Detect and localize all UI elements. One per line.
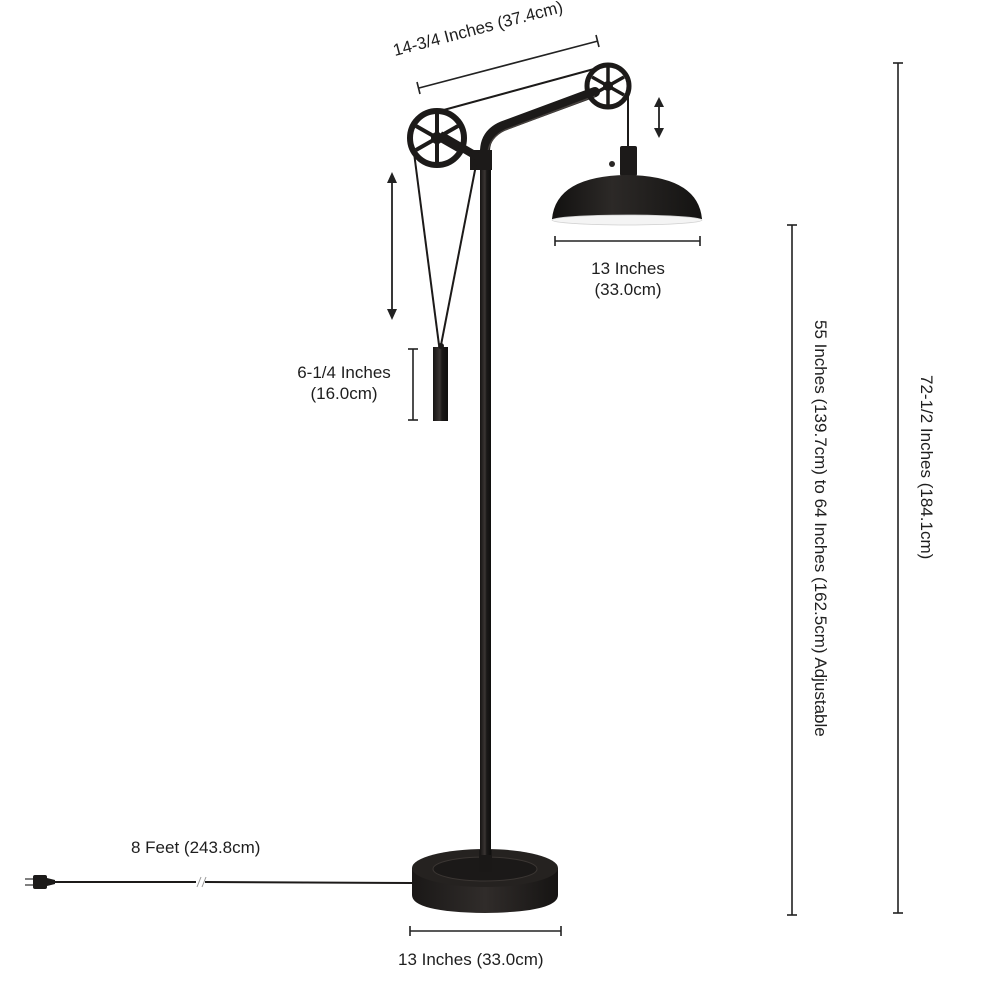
plug-icon [25,875,55,889]
lamp-pole [480,155,491,855]
shade-adjust-double-arrow-icon [654,97,664,138]
power-cord [55,876,413,888]
lamp-illustration [25,62,703,913]
counterweight-travel-double-arrow-icon [387,172,397,320]
lamp-shade [551,146,703,226]
left-pulley-wheel [407,108,467,168]
counterweight-height-inches: 6-1/4 Inches [297,363,391,382]
lamp-base [412,849,558,913]
shade-width-inches: 13 Inches [591,259,665,278]
total-height-dimension-line [893,62,903,914]
shade-width-dimension-line [554,236,701,246]
base-width-label: 13 Inches (33.0cm) [398,950,544,969]
total-height-label: 72-1/2 Inches (184.1cm) [917,375,936,560]
cord-length-label: 8 Feet (243.8cm) [131,838,261,857]
base-width-dimension-line [409,926,562,936]
shade-width-cm: (33.0cm) [594,280,662,299]
shade-width-label: 13 Inches (33.0cm) [568,258,688,300]
adjustable-height-label: 55 Inches (139.7cm) to 64 Inches (162.5c… [811,320,830,737]
counterweight [433,343,448,421]
lamp-arm [480,87,600,165]
counterweight-height-cm: (16.0cm) [310,384,378,403]
right-pulley-wheel [584,62,632,110]
counterweight-height-dimension-line [408,348,418,421]
adjustable-height-dimension-line [787,224,797,916]
arm-width-dimension-line [416,34,600,95]
counterweight-height-label: 6-1/4 Inches (16.0cm) [280,362,408,404]
dimension-lines [408,34,903,936]
